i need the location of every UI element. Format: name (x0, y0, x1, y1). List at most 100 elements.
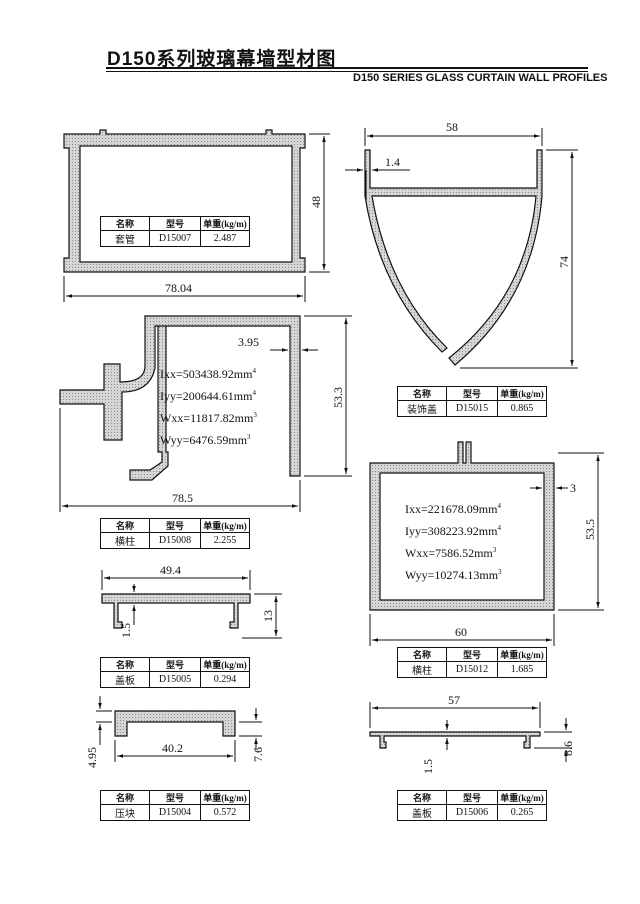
dim-d15004-thickness: 4.95 (85, 747, 99, 768)
dim-d15004-width: 40.2 (162, 741, 183, 755)
property-text: Wxx= (160, 411, 191, 425)
title-rule-thin (106, 71, 588, 72)
profile-model: D15007 (149, 230, 201, 247)
table-header-cell: 单重(kg/m) (200, 790, 250, 805)
property-row: Wxx=11817.82mm3 (160, 406, 257, 428)
profile-model: D15012 (446, 661, 498, 678)
property-text: 503438.92 (182, 367, 234, 381)
section-properties-d15012: Ixx=221678.09mm4 Iyy=308223.92mm4 Wxx=75… (405, 497, 502, 585)
dim-d15008-width: 78.5 (172, 491, 193, 505)
dim-d15007-height: 48 (309, 196, 323, 208)
profile-name: 盖板 (100, 671, 150, 688)
profile-name: 盖板 (397, 804, 447, 821)
property-row: Wyy=10274.13mm3 (405, 563, 502, 585)
dim-d15006-height: 8.6 (561, 741, 575, 756)
page-title: D150系列玻璃幕墙型材图 (107, 49, 337, 70)
profile-d15007-drawing (63, 129, 330, 302)
page-subtitle: D150 SERIES GLASS CURTAIN WALL PROFILES (353, 72, 608, 84)
profile-model: D15006 (446, 804, 498, 821)
profile-weight: 0.572 (200, 804, 250, 821)
property-text: mm (228, 433, 248, 447)
dim-d15004-height: 7.6 (251, 747, 265, 762)
profile-weight: 0.865 (497, 400, 547, 417)
property-text: mm (233, 367, 253, 381)
dim-d15012-width: 60 (455, 625, 467, 639)
profile-d15005-drawing (101, 570, 282, 639)
property-text: mm (234, 411, 254, 425)
property-text: 3 (498, 568, 502, 576)
title-rule (106, 67, 588, 69)
table-header-cell: 单重(kg/m) (200, 657, 250, 672)
table-header-cell: 名称 (100, 518, 150, 533)
property-text: 4 (497, 524, 501, 532)
table-header-cell: 型号 (446, 386, 498, 401)
dim-d15005-lip: 1.5 (119, 623, 133, 638)
dim-d15008-wall: 3.95 (238, 335, 259, 349)
profile-weight: 1.685 (497, 661, 547, 678)
profile-name: 套管 (100, 230, 150, 247)
section-properties-d15008: Ixx=503438.92mm4 Iyy=200644.61mm4 Wxx=11… (160, 362, 257, 450)
property-text: Wyy= (160, 433, 190, 447)
dim-d15012-height: 53.5 (583, 519, 597, 540)
property-text: 3 (492, 546, 497, 554)
property-text: 3 (253, 411, 257, 419)
profile-d15015-drawing (345, 128, 578, 369)
table-header-cell: 名称 (100, 657, 150, 672)
profile-d15012-drawing (369, 441, 604, 646)
dim-d15015-width: 58 (446, 120, 458, 134)
profile-name: 横柱 (397, 661, 447, 678)
profile-d15004-drawing (96, 696, 262, 762)
property-text: 4 (497, 502, 501, 510)
property-text: Wxx= (405, 546, 436, 560)
profile-weight: 0.265 (497, 804, 547, 821)
property-text: 4 (252, 389, 256, 397)
property-row: Ixx=221678.09mm4 (405, 497, 502, 519)
dim-d15005-height: 13 (261, 610, 275, 622)
profile-name: 压块 (100, 804, 150, 821)
profile-model: D15008 (149, 532, 201, 549)
property-text: Ixx= (160, 367, 183, 381)
property-text: 200644.61 (182, 389, 234, 403)
property-text: mm (474, 546, 493, 560)
property-text: Iyy= (405, 524, 428, 538)
property-text: 221678.09 (427, 502, 479, 516)
table-header-cell: 单重(kg/m) (200, 216, 250, 231)
property-text: Ixx= (405, 502, 428, 516)
property-text: 6476.59 (189, 433, 229, 447)
property-text: 308223.92 (427, 524, 479, 538)
profile-name: 装饰盖 (397, 400, 447, 417)
table-header-cell: 型号 (149, 216, 201, 231)
property-row: Ixx=503438.92mm4 (160, 362, 257, 384)
dim-d15006-width: 57 (448, 693, 460, 707)
property-text: 4 (252, 367, 256, 375)
table-header-cell: 型号 (446, 647, 498, 662)
property-text: mm (478, 502, 498, 516)
table-header-cell: 单重(kg/m) (497, 790, 547, 805)
property-row: Wyy=6476.59mm3 (160, 428, 257, 450)
table-header-cell: 单重(kg/m) (497, 647, 547, 662)
table-header-cell: 名称 (100, 790, 150, 805)
property-text: mm (479, 568, 499, 582)
dim-d15012-wall: 3 (570, 481, 576, 495)
profile-weight: 2.487 (200, 230, 250, 247)
dim-d15006-lip: 1.5 (421, 759, 435, 774)
property-text: 3 (247, 433, 251, 441)
profile-name: 横柱 (100, 532, 150, 549)
table-header-cell: 名称 (397, 647, 447, 662)
table-header-cell: 名称 (397, 790, 447, 805)
profile-model: D15005 (149, 671, 201, 688)
property-text: mm (233, 389, 253, 403)
property-text: Wyy= (405, 568, 435, 582)
dim-d15015-lip: 1.4 (385, 155, 400, 169)
table-header-cell: 型号 (149, 657, 201, 672)
table-header-cell: 型号 (446, 790, 498, 805)
table-header-cell: 型号 (149, 790, 201, 805)
property-text: 7586.52 (435, 546, 475, 560)
property-row: Wxx=7586.52mm3 (405, 541, 502, 563)
